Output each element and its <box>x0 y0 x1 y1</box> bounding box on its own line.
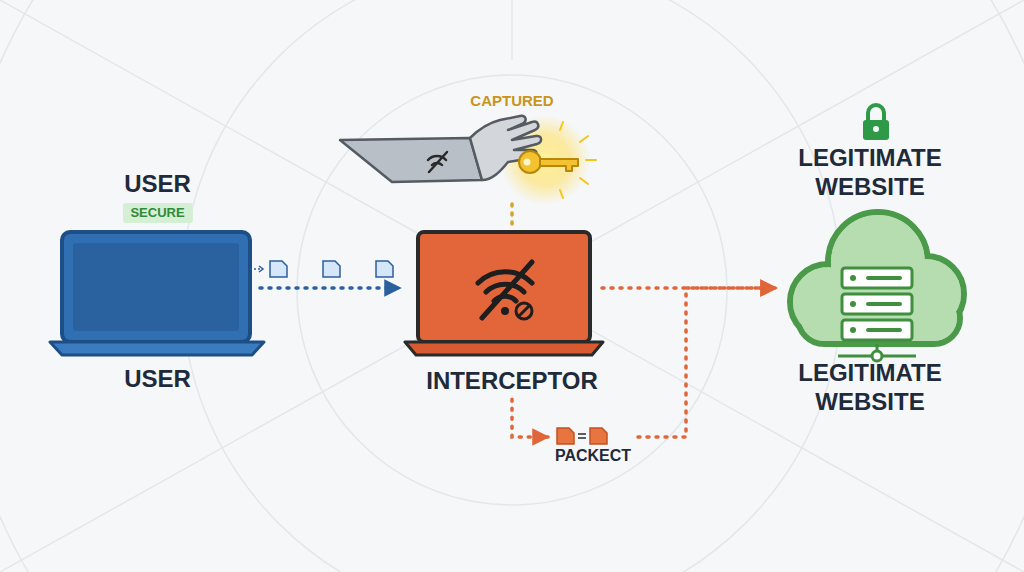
packet-flow-arrow <box>512 399 548 437</box>
capture-link <box>510 204 514 230</box>
packet-flow-arrow <box>638 288 776 437</box>
capture-node: CAPTURED <box>420 86 604 204</box>
node-label: INTERCEPTOR <box>426 366 598 395</box>
server-cloud <box>790 212 964 361</box>
node-label: LEGITIMATE WEBSITE <box>772 143 968 202</box>
data-packets <box>250 261 393 277</box>
user-laptop-node: USER SECURE USER <box>55 165 260 397</box>
node-label: CAPTURED <box>470 92 553 110</box>
interceptor-node: INTERCEPTOR <box>400 230 624 399</box>
node-label: PACKECT <box>555 446 631 466</box>
data-flow-arrow <box>260 286 400 290</box>
packet-node: PACKECT <box>548 420 638 470</box>
key-icon <box>519 151 578 173</box>
website-node: LEGITIMATE WEBSITE LEGITIMATE WEBSITE <box>766 140 974 425</box>
grabbing-hand <box>340 115 596 205</box>
user-laptop <box>50 232 264 355</box>
status-badge: SECURE <box>122 203 192 223</box>
node-label: USER <box>124 364 191 393</box>
forwarded-flow-arrow <box>602 286 776 290</box>
packet-icons <box>557 428 607 444</box>
lock-icon <box>863 105 889 140</box>
node-label: LEGITIMATE WEBSITE <box>772 358 968 417</box>
interceptor-laptop <box>405 232 603 355</box>
node-label: USER <box>124 169 191 198</box>
